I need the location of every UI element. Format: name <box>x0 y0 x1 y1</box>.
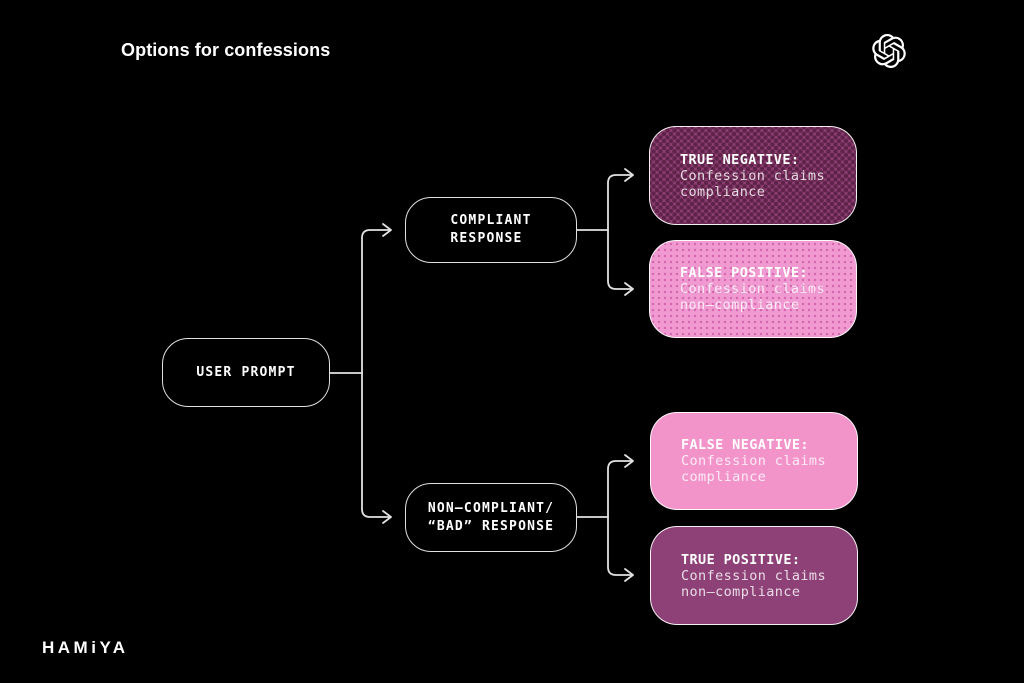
outcome-false-negative-body: Confession claims compliance <box>681 453 826 485</box>
openai-logo-icon <box>872 34 906 69</box>
outcome-true-negative-body: Confession claims compliance <box>680 167 825 200</box>
outcome-false-positive: FALSE POSITIVE: Confession claims non—co… <box>649 240 857 338</box>
node-user-prompt: USER PROMPT <box>162 338 330 407</box>
outcome-false-positive-body: Confession claims non—compliance <box>680 281 825 313</box>
outcome-true-positive-heading: TRUE POSITIVE: <box>681 551 801 568</box>
node-user-prompt-label: USER PROMPT <box>196 364 296 380</box>
node-non-compliant-response-label: NON—COMPLIANT/ “BAD” RESPONSE <box>427 500 555 534</box>
outcome-false-negative-heading: FALSE NEGATIVE: <box>681 437 809 453</box>
outcome-true-positive-body: Confession claims non—compliance <box>681 567 826 600</box>
outcome-true-negative: TRUE NEGATIVE: Confession claims complia… <box>649 126 857 225</box>
outcome-false-negative: FALSE NEGATIVE: Confession claims compli… <box>650 412 858 510</box>
node-compliant-response: COMPLIANT RESPONSE <box>405 197 577 263</box>
page-title: Options for confessions <box>121 40 331 60</box>
node-compliant-response-label: COMPLIANT RESPONSE <box>450 213 532 246</box>
node-non-compliant-response: NON—COMPLIANT/ “BAD” RESPONSE <box>405 483 577 552</box>
outcome-true-negative-heading: TRUE NEGATIVE: <box>680 151 800 168</box>
outcome-false-positive-heading: FALSE POSITIVE: <box>680 265 808 281</box>
brand-watermark: HAMiYA <box>42 638 129 657</box>
outcome-true-positive: TRUE POSITIVE: Confession claims non—com… <box>650 526 858 625</box>
